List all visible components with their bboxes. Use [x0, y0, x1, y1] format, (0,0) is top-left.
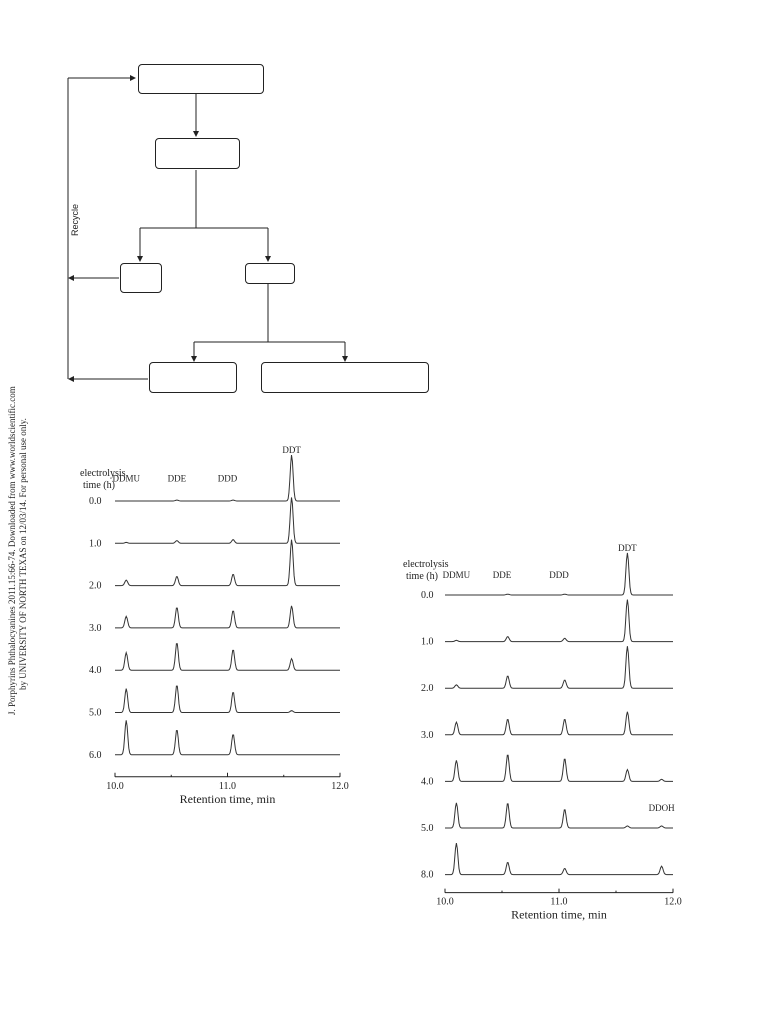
series-trace [115, 497, 340, 544]
x-tick-label: 11.0 [550, 897, 567, 908]
series-label: 8.0 [421, 870, 434, 881]
series-trace [445, 599, 673, 643]
peak-label: DDOH [649, 803, 675, 813]
x-tick-label: 12.0 [664, 897, 682, 908]
series-label: 0.0 [421, 590, 434, 601]
flow-box-start [138, 64, 264, 94]
series-trace [445, 711, 673, 736]
chart-title-line2: time (h) [406, 571, 438, 582]
series-trace [115, 643, 340, 671]
series-trace [115, 455, 340, 502]
series-label: 4.0 [421, 776, 434, 787]
series-label: 3.0 [421, 730, 434, 741]
peak-label: DDT [618, 543, 637, 553]
series-label: 5.0 [89, 708, 102, 719]
peak-label: DDE [168, 474, 187, 484]
series-trace [115, 605, 340, 629]
x-tick-label: 11.0 [219, 781, 236, 792]
series-label: 2.0 [89, 581, 102, 592]
download-stamp: J. Porphyrins Phthalocyanines 2011.15:66… [0, 0, 40, 1027]
series-label: 0.0 [89, 496, 102, 507]
series-label: 4.0 [89, 665, 102, 676]
series-trace [115, 685, 340, 713]
series-label: 1.0 [421, 637, 434, 648]
process-flowchart: Recycle [0, 0, 764, 420]
x-tick-label: 12.0 [331, 781, 349, 792]
chart-title-line1: electrolysis [80, 468, 126, 479]
chart-title-line1: electrolysis [403, 559, 449, 570]
series-trace [115, 720, 340, 756]
x-axis-label: Retention time, min [180, 792, 276, 806]
peak-label: DDD [218, 474, 238, 484]
peak-label: DDMU [112, 474, 140, 484]
peak-label: DDD [549, 570, 569, 580]
series-trace [445, 646, 673, 689]
series-trace [115, 539, 340, 587]
series-trace [445, 802, 673, 829]
series-trace [445, 552, 673, 596]
flow-box-bottom-right [261, 362, 429, 393]
series-label: 6.0 [89, 750, 102, 761]
download-stamp-line1: J. Porphyrins Phthalocyanines 2011.15:66… [7, 386, 17, 715]
series-trace [445, 754, 673, 782]
x-axis-label: Retention time, min [511, 908, 607, 922]
series-label: 3.0 [89, 623, 102, 634]
flow-box-right-branch [245, 263, 295, 284]
series-trace [445, 843, 673, 876]
x-tick-label: 10.0 [106, 781, 124, 792]
flow-box-step2 [155, 138, 240, 169]
series-label: 1.0 [89, 538, 102, 549]
flow-box-left-branch [120, 263, 162, 293]
flowchart-connectors [67, 75, 348, 382]
peak-label: DDMU [443, 570, 471, 580]
peak-label: DDT [282, 445, 301, 455]
series-label: 5.0 [421, 823, 434, 834]
recycle-label: Recycle [70, 203, 80, 236]
peak-label: DDE [493, 570, 512, 580]
flow-box-bottom-left [149, 362, 237, 393]
series-label: 2.0 [421, 683, 434, 694]
chart-title-line2: time (h) [83, 480, 115, 491]
download-stamp-line2: by UNIVERSITY OF NORTH TEXAS on 12/03/14… [18, 418, 28, 690]
x-tick-label: 10.0 [436, 897, 454, 908]
